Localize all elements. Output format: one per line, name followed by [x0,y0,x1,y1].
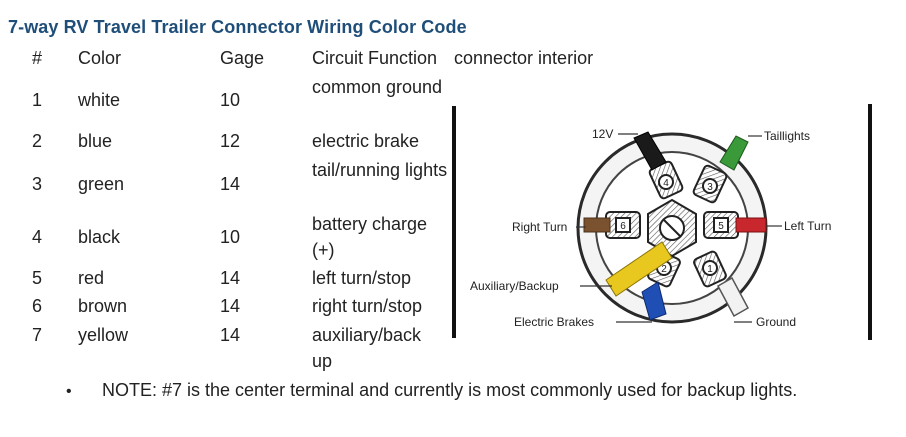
table-row-5-function: left turn/stop [312,268,412,288]
table-row-5-num: 5 [32,268,43,288]
label-12v: 12V [592,127,613,141]
pin-3-label: 3 [707,182,713,193]
label-left-turn: Left Turn [784,219,831,233]
table-row-4-gage: 10 [220,227,241,247]
center-terminal [647,198,697,258]
table-row-4-color: black [78,227,121,247]
wire-brown [583,217,611,233]
table-row-1-color: white [78,90,121,110]
table-row-6-color: brown [78,296,128,316]
pin-1-label: 1 [707,264,713,275]
wire-blue [641,281,667,321]
table-row-5-color: red [78,268,105,288]
pin-6-label: 6 [620,221,626,232]
table-row-7-gage: 14 [220,325,241,345]
table-row-4-function: battery charge (+) [312,214,428,260]
pin-4-label: 4 [663,178,669,189]
table-row-2-function: electric brake [312,131,420,151]
diagram-left-border [452,106,456,338]
table-row-1-gage: 10 [220,90,241,110]
table-row-7-num: 7 [32,325,43,345]
note-text: NOTE: #7 is the center terminal and curr… [102,380,798,400]
header-connector-interior: connector interior [454,48,594,68]
table-row-2-color: blue [78,131,113,151]
table-row-1-num: 1 [32,90,43,110]
header-circuit-function: Circuit Function [312,48,438,68]
page-title: 7-way RV Travel Trailer Connector Wiring… [8,17,467,37]
label-auxiliary-backup: Auxiliary/Backup [470,279,559,293]
pin-3 [692,164,728,204]
table-row-3-color: green [78,174,125,194]
table-row-7-function: auxiliary/back up [312,325,422,371]
table-row-6-gage: 14 [220,296,241,316]
pin-5-label: 5 [718,221,724,232]
table-row-6-num: 6 [32,296,43,316]
diagram-right-border [868,104,872,340]
table-row-3-function: tail/running lights [312,160,448,180]
pin-5 [703,211,739,239]
table-row-6-function: right turn/stop [312,296,423,316]
connector-diagram: 4 3 6 5 2 1 12V Tail [470,127,831,329]
label-taillights: Taillights [764,129,810,143]
header-num: # [32,48,43,68]
label-electric-brakes: Electric Brakes [514,315,594,329]
table-row-2-gage: 12 [220,131,241,151]
wire-yellow [605,241,673,297]
wire-green [719,135,749,171]
table-row-7-color: yellow [78,325,129,345]
wire-white [716,276,750,318]
header-color: Color [78,48,122,68]
wire-black [633,131,667,171]
pin-1 [693,250,727,288]
header-gage: Gage [220,48,265,68]
leader-lines [576,133,782,323]
label-ground: Ground [756,315,796,329]
pin-4 [648,160,684,200]
table-row-4-num: 4 [32,227,43,247]
pin-2-label: 2 [661,264,667,275]
note-bullet: • [66,383,72,400]
table-row-2-num: 2 [32,131,43,151]
table-row-3-num: 3 [32,174,43,194]
wire-red [735,217,767,233]
table-row-1-function: common ground [312,77,443,97]
table-row-3-gage: 14 [220,174,241,194]
label-right-turn: Right Turn [512,220,567,234]
table-row-5-gage: 14 [220,268,241,288]
